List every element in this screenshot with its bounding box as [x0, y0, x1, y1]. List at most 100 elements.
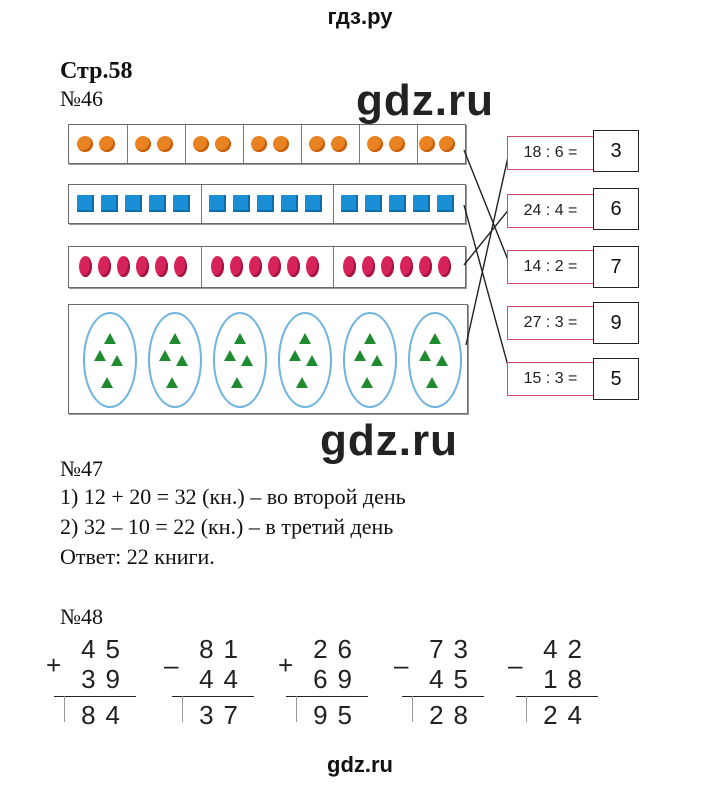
green-triangle: [299, 333, 311, 344]
green-triangle: [234, 333, 246, 344]
green-triangle: [306, 355, 318, 366]
match-line: [465, 147, 511, 346]
result-line: [516, 696, 598, 697]
green-triangle: [419, 350, 431, 361]
operator-sign: +: [278, 650, 294, 680]
equation-box: 27 : 3 =: [507, 306, 594, 340]
green-triangle: [94, 350, 106, 361]
first-number: 26: [313, 634, 362, 664]
orange-circle: [215, 136, 231, 152]
result-number: 28: [429, 700, 478, 730]
pink-oval: [381, 256, 394, 277]
orange-circle: [419, 136, 435, 152]
pink-oval: [268, 256, 281, 277]
answer-box[interactable]: 9: [593, 302, 639, 344]
pink-oval: [79, 256, 92, 277]
grid-tick: [64, 696, 65, 722]
strip-cell: [201, 247, 334, 287]
page-label: Стр.58: [60, 58, 133, 84]
answer-box[interactable]: 3: [593, 130, 639, 172]
result-line: [402, 696, 484, 697]
first-number: 45: [81, 634, 130, 664]
match-line: [463, 204, 511, 374]
pink-oval: [400, 256, 413, 277]
orange-circle: [389, 136, 405, 152]
second-number: 18: [543, 664, 592, 694]
green-triangle: [111, 355, 123, 366]
column-calculation: – 81 44 37: [164, 632, 256, 730]
answer-box[interactable]: 7: [593, 246, 639, 288]
green-triangle: [224, 350, 236, 361]
orange-circle: [99, 136, 115, 152]
pink-oval: [174, 256, 187, 277]
blue-square: [341, 195, 358, 212]
green-triangle: [296, 377, 308, 388]
result-line: [54, 696, 136, 697]
site-header[interactable]: гдз.ру: [327, 4, 393, 29]
operator-sign: –: [508, 650, 523, 680]
blue-square: [125, 195, 142, 212]
answer-box[interactable]: 5: [593, 358, 639, 400]
watermark-top: gdz.ru: [356, 76, 494, 125]
blue-square: [77, 195, 94, 212]
first-number: 81: [199, 634, 248, 664]
orange-circle: [331, 136, 347, 152]
orange-circle: [309, 136, 325, 152]
operator-sign: –: [394, 650, 409, 680]
first-number: 42: [543, 634, 592, 664]
grid-tick: [296, 696, 297, 722]
grid-tick: [412, 696, 413, 722]
equation-box: 14 : 2 =: [507, 250, 594, 284]
green-triangle: [104, 333, 116, 344]
blue-square: [305, 195, 322, 212]
answer-line: Ответ: 22 книги.: [60, 544, 215, 569]
triangle-group-ellipse: [213, 312, 267, 408]
strip-cell: [301, 125, 360, 163]
watermark-middle: gdz.ru: [320, 416, 458, 465]
column-calculation: – 73 45 28: [394, 632, 486, 730]
pink-oval: [362, 256, 375, 277]
pink-oval: [249, 256, 262, 277]
result-number: 24: [543, 700, 592, 730]
pink-oval: [306, 256, 319, 277]
green-triangle: [101, 377, 113, 388]
first-number: 73: [429, 634, 478, 664]
strip-cell: [359, 125, 418, 163]
orange-circle: [439, 136, 455, 152]
operator-sign: +: [46, 650, 62, 680]
strip-cell: [333, 247, 465, 287]
green-triangle: [166, 377, 178, 388]
strip-cell: [69, 185, 202, 223]
orange-circle: [273, 136, 289, 152]
blue-square: [233, 195, 250, 212]
second-number: 39: [81, 664, 130, 694]
site-footer[interactable]: gdz.ru: [327, 752, 393, 777]
grid-tick: [182, 696, 183, 722]
column-calculation: + 45 39 84: [46, 632, 138, 730]
pink-oval: [136, 256, 149, 277]
triangle-group-ellipse: [83, 312, 137, 408]
orange-circles-strip: [68, 124, 466, 164]
triangle-group-ellipse: [278, 312, 332, 408]
orange-circle: [135, 136, 151, 152]
blue-square: [149, 195, 166, 212]
match-line: [463, 207, 511, 266]
grid-tick: [526, 696, 527, 722]
orange-circle: [251, 136, 267, 152]
answer-box[interactable]: 6: [593, 188, 639, 230]
blue-square: [365, 195, 382, 212]
result-number: 95: [313, 700, 362, 730]
pink-oval: [287, 256, 300, 277]
task-46-label: №46: [60, 86, 103, 111]
strip-cell: [417, 125, 465, 163]
green-triangle: [176, 355, 188, 366]
pink-oval: [230, 256, 243, 277]
orange-circle: [367, 136, 383, 152]
blue-square: [209, 195, 226, 212]
green-triangle: [429, 333, 441, 344]
green-triangles-box: [68, 304, 468, 414]
second-number: 69: [313, 664, 362, 694]
blue-square: [281, 195, 298, 212]
equation-box: 18 : 6 =: [507, 136, 594, 170]
